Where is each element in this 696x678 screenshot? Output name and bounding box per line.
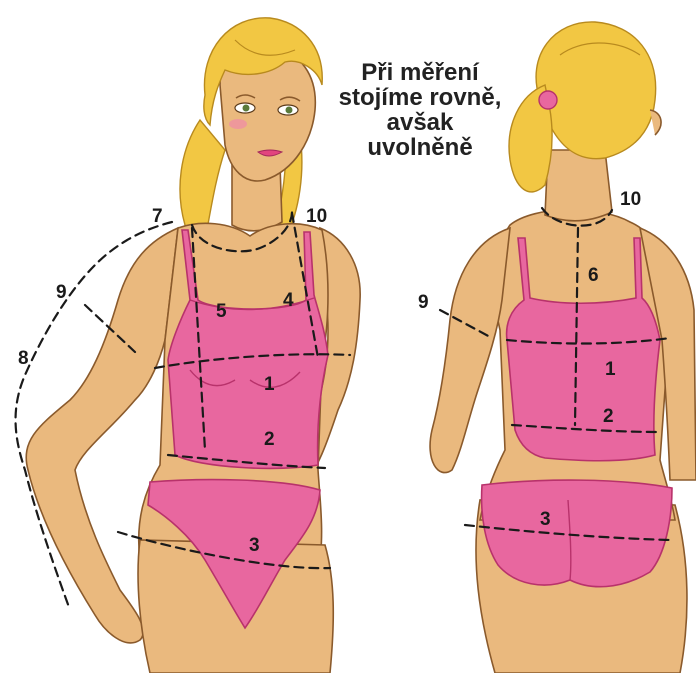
- back-label-2: 2: [603, 406, 614, 427]
- caption-line-4: uvolněně: [320, 135, 520, 160]
- back-ear: [650, 110, 661, 135]
- back-arm-left: [430, 228, 510, 473]
- front-label-8: 8: [18, 348, 29, 369]
- back-label-10: 10: [620, 189, 641, 210]
- back-label-3: 3: [540, 509, 551, 530]
- front-iris-right: [286, 107, 293, 114]
- back-neck: [545, 150, 612, 221]
- front-figure: [16, 18, 361, 673]
- front-label-3: 3: [249, 535, 260, 556]
- back-briefs: [482, 480, 672, 587]
- front-label-2: 2: [264, 429, 275, 450]
- front-cheek: [229, 119, 247, 129]
- caption-line-3: avšak: [320, 110, 520, 135]
- front-label-10: 10: [306, 206, 327, 227]
- back-label-1: 1: [605, 359, 616, 380]
- front-label-4: 4: [283, 290, 294, 311]
- caption-line-1: Při měření: [320, 60, 520, 85]
- back-hair: [536, 22, 656, 159]
- back-label-6: 6: [588, 265, 599, 286]
- front-label-9: 9: [56, 282, 67, 303]
- measurement-instruction: Při měření stojíme rovně, avšak uvolněně: [320, 60, 520, 160]
- back-hair-tie: [539, 91, 557, 109]
- front-iris-left: [243, 105, 250, 112]
- front-label-5: 5: [216, 301, 227, 322]
- caption-line-2: stojíme rovně,: [320, 85, 520, 110]
- back-label-9: 9: [418, 292, 429, 313]
- front-label-7: 7: [152, 206, 163, 227]
- front-label-1: 1: [264, 374, 275, 395]
